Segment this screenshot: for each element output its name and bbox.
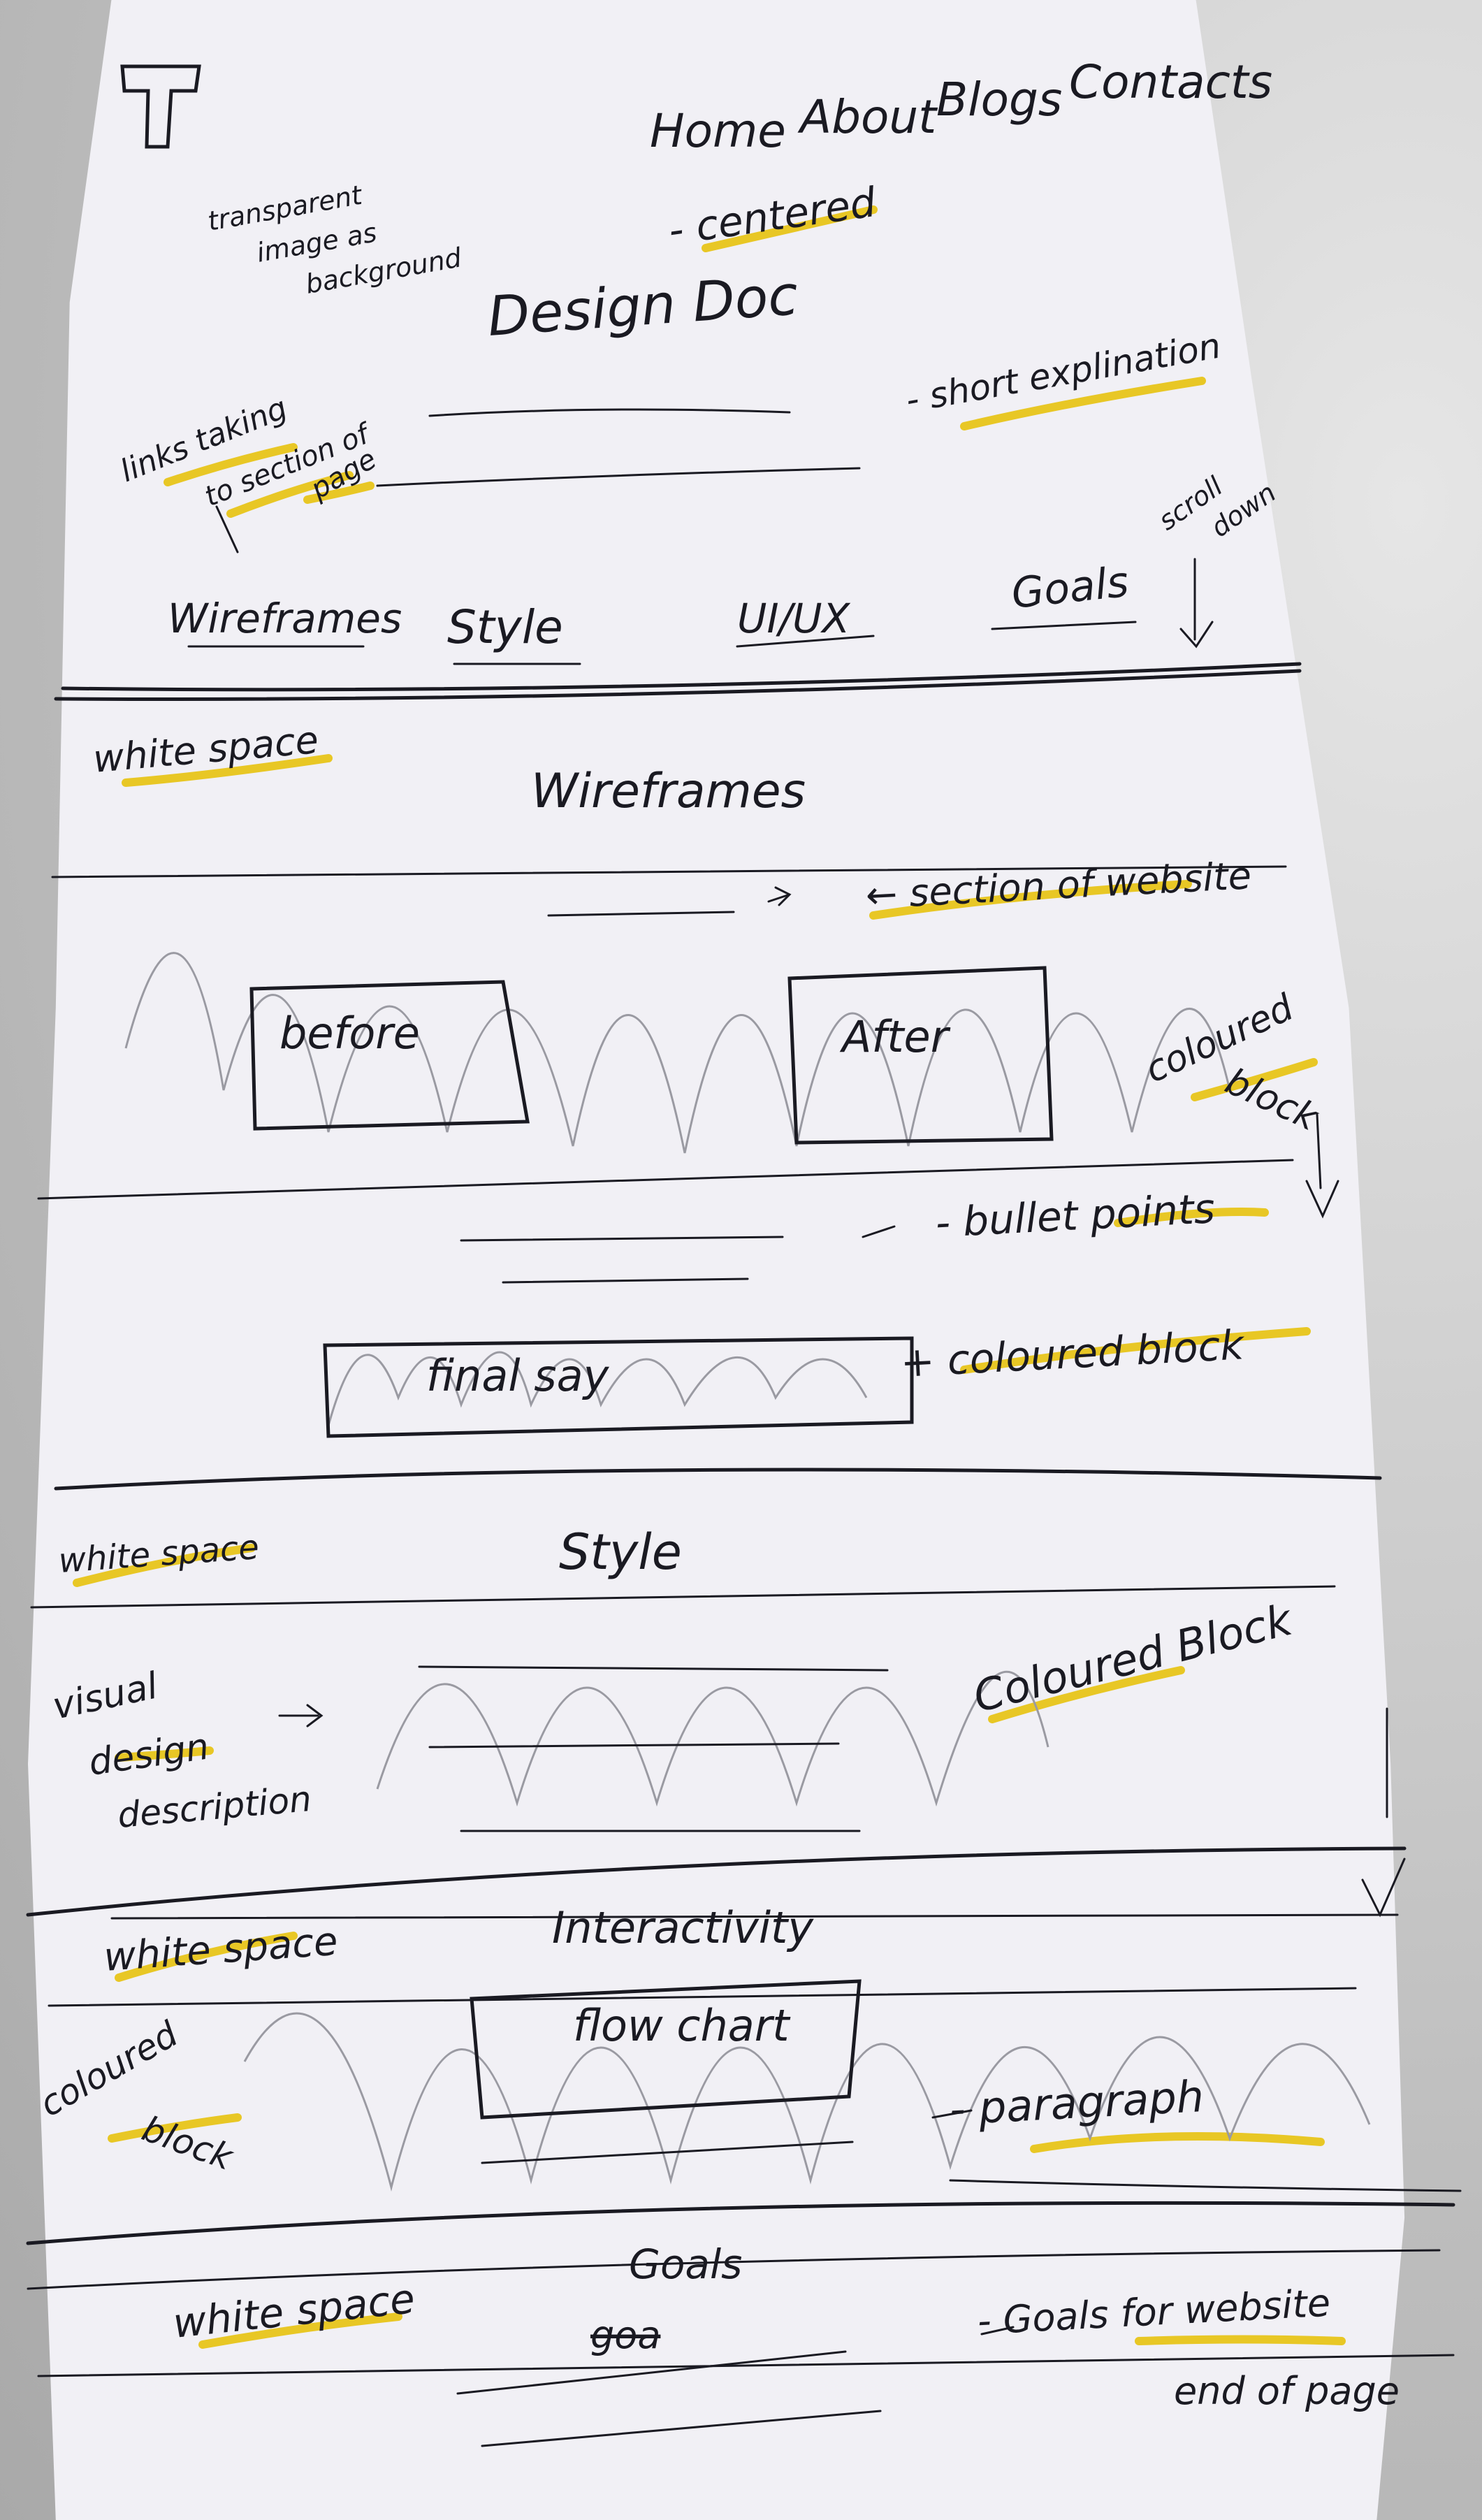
highlighter-marks	[73, 205, 1346, 2349]
final-say-label: final say	[426, 1350, 610, 1401]
end-note: end of page	[1174, 2369, 1400, 2413]
before-label: before	[279, 1008, 420, 1059]
interactivity-heading: Interactivity	[552, 1902, 814, 1953]
section-link-goals[interactable]: Goals	[1009, 558, 1131, 618]
nav-about: About	[797, 90, 938, 144]
logo-icon	[120, 64, 201, 149]
paragraph-note: - paragraph	[948, 2071, 1205, 2135]
nav-blogs: Blogs	[936, 73, 1062, 126]
section-link-uiux[interactable]: UI/UX	[737, 595, 851, 642]
nav-contacts: Contacts	[1069, 55, 1272, 109]
handwriting: Home About Blogs Contacts transparent im…	[33, 55, 1400, 2413]
style-whitespace-note: white space	[57, 1528, 261, 1581]
style-coloured-note: Coloured Block	[968, 1593, 1298, 1722]
page-title: Design Doc	[486, 264, 800, 349]
visual-note-1: visual	[49, 1665, 161, 1728]
bullets-note: - bullet points	[934, 1185, 1216, 1247]
paper-sheet	[28, 0, 1405, 2520]
wireframes-heading: Wireframes	[531, 764, 806, 819]
interactivity-coloured-note-1: coloured	[33, 2013, 184, 2124]
wireframes-section-note: ← section of website	[864, 853, 1252, 918]
flowchart-label: flow chart	[573, 2000, 791, 2051]
ink-lines	[26, 64, 1462, 2447]
final-say-note: + coloured block	[899, 1321, 1247, 1386]
section-link-style[interactable]: Style	[447, 600, 563, 654]
section-link-wireframes[interactable]: Wireframes	[168, 595, 402, 642]
visual-note-3: description	[116, 1779, 313, 1836]
after-label: After	[839, 1011, 951, 1062]
goals-note: - Goals for website	[976, 2281, 1331, 2343]
goals-heading: Goals	[629, 2240, 742, 2288]
nav-home: Home	[650, 104, 786, 158]
centered-note: - centered	[665, 178, 879, 254]
goals-whitespace-note: white space	[170, 2275, 417, 2347]
visual-note-2: design	[86, 1725, 211, 1783]
style-heading: Style	[559, 1523, 682, 1581]
interactivity-whitespace-note: white space	[102, 1919, 339, 1980]
goals-sub-label: goa	[590, 2313, 660, 2357]
